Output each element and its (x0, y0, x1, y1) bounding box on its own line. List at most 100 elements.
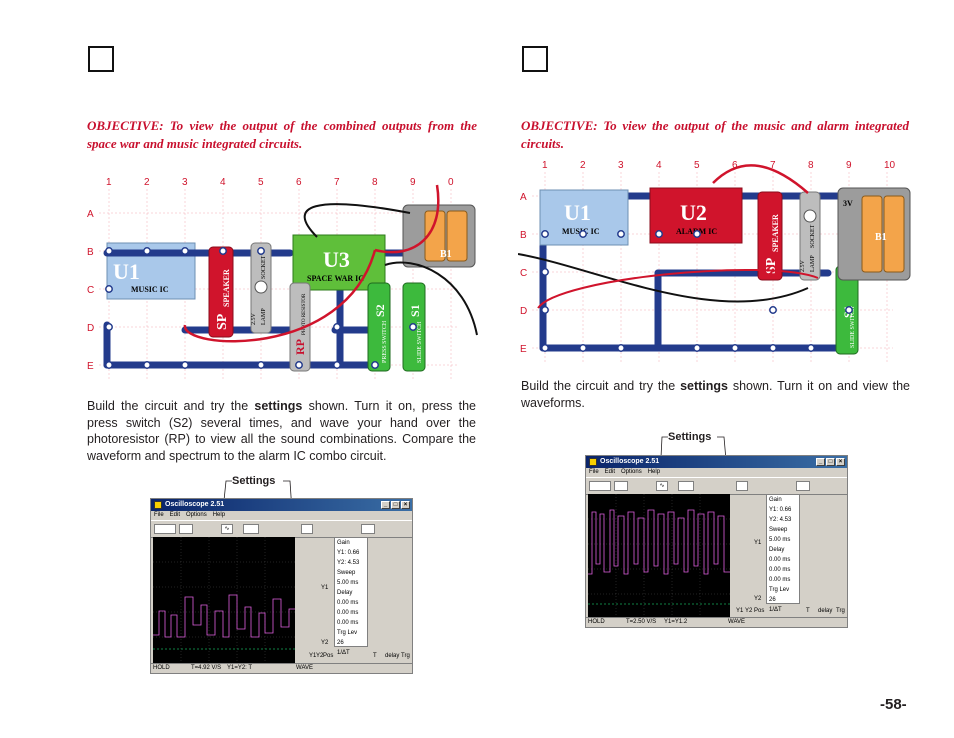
column-label: 4 (220, 177, 226, 188)
u2-label: U2 (680, 200, 707, 225)
footer-delay: delay (818, 608, 833, 614)
b1-label: B1 (440, 249, 452, 260)
row-label: E (87, 361, 94, 372)
column-label: 6 (296, 177, 302, 188)
footer-pos: Pos (754, 608, 765, 614)
black-test-lead (518, 253, 809, 303)
row-label: B (87, 247, 94, 258)
maximize-button[interactable]: □ (826, 458, 835, 466)
column-label: 7 (770, 160, 776, 171)
footer-delay: delay (385, 653, 400, 659)
sp-sub: SPEAKER (771, 214, 780, 252)
menu-help[interactable]: Help (212, 512, 226, 518)
s2-press-switch (367, 282, 391, 372)
menu-edit[interactable]: Edit (604, 469, 616, 475)
footer-y1: Y1 (736, 608, 744, 614)
lamp-socket-label: SOCKET (810, 224, 816, 248)
snap-point (295, 361, 303, 369)
toolbar-field-5[interactable] (796, 481, 810, 491)
snap-point (143, 361, 151, 369)
row-label: C (87, 285, 94, 296)
s1-label: S1 (408, 304, 422, 317)
toolbar-field-4[interactable] (736, 481, 748, 491)
footer-pos: Pos (323, 653, 334, 659)
column-label: 4 (656, 160, 662, 171)
project-checkbox-right[interactable] (522, 46, 548, 72)
row-label: C (520, 268, 527, 279)
sine-wave-button[interactable]: ∿ (656, 481, 668, 491)
minimize-button[interactable]: _ (381, 501, 390, 509)
menu-file[interactable]: File (154, 512, 164, 518)
menu-options[interactable]: Options (186, 512, 207, 518)
snap-point (143, 247, 151, 255)
snap-point (693, 230, 701, 238)
sp-speaker (208, 246, 234, 338)
close-button[interactable]: × (401, 501, 410, 509)
lamp-volt: 2.5V (800, 260, 806, 273)
sp-sub: SPEAKER (222, 269, 231, 307)
lamp-bulb-icon (803, 209, 817, 223)
oscilloscope-window-left: Oscilloscope 2.51 _ □ × File Edit Options H… (150, 498, 413, 674)
footer-t: T (373, 653, 377, 659)
toolbar-field-1[interactable] (154, 524, 176, 534)
column-label: 5 (258, 177, 264, 188)
snap-point (541, 230, 549, 238)
snap-point (333, 323, 341, 331)
column-label: 2 (580, 160, 586, 171)
snap-point (219, 247, 227, 255)
waveform-screen (153, 537, 295, 663)
row-label: E (520, 344, 527, 355)
app-icon (154, 501, 162, 509)
snap-point (409, 323, 417, 331)
settings-callout-right: Settings (668, 431, 712, 443)
snap-point (769, 344, 777, 352)
waveform-svg (153, 537, 295, 663)
snap-point (845, 306, 853, 314)
y1-label: Y1 (321, 585, 329, 591)
snap-point (617, 344, 625, 352)
instructions-left: Build the circuit and try the settings s… (87, 399, 476, 463)
toolbar-field-3[interactable] (678, 481, 694, 491)
sine-wave-button[interactable]: ∿ (221, 524, 233, 534)
snap-point (105, 323, 113, 331)
toolbar-field-2[interactable] (614, 481, 628, 491)
s1-sub: SLIDE SWITCH (850, 306, 856, 348)
title-bar: Oscilloscope 2.51 _ □ × (151, 499, 412, 511)
toolbar-field-1[interactable] (589, 481, 611, 491)
status-bar: HOLD T=2.50 V/S Y1=Y1.2 WAVE (586, 617, 847, 627)
menu-edit[interactable]: Edit (169, 512, 181, 518)
column-label: 5 (694, 160, 700, 171)
close-button[interactable]: × (836, 458, 845, 466)
project-checkbox-left[interactable] (88, 46, 114, 72)
snap-point (181, 247, 189, 255)
instructions-right: Build the circuit and try the settings s… (521, 379, 910, 410)
black-test-lead (303, 203, 411, 238)
menu-help[interactable]: Help (647, 469, 661, 475)
toolbar-field-2[interactable] (179, 524, 193, 534)
footer-y1: Y1 (309, 653, 317, 659)
menu-options[interactable]: Options (621, 469, 642, 475)
lamp-socket-label: SOCKET (261, 255, 267, 279)
menu-file[interactable]: File (589, 469, 599, 475)
snap-point (105, 247, 113, 255)
toolbar-field-5[interactable] (361, 524, 375, 534)
column-label: 7 (334, 177, 340, 188)
rp-sub: PHOTO RESISTOR (302, 293, 307, 335)
minimize-button[interactable]: _ (816, 458, 825, 466)
red-test-lead (537, 268, 819, 309)
u1-label: U1 (113, 259, 140, 284)
toolbar-field-3[interactable] (243, 524, 259, 534)
red-clip-lead (374, 184, 440, 254)
row-label: A (87, 209, 94, 220)
snap-point (181, 361, 189, 369)
toolbar-field-4[interactable] (301, 524, 313, 534)
u1-label: U1 (564, 200, 591, 225)
maximize-button[interactable]: □ (391, 501, 400, 509)
